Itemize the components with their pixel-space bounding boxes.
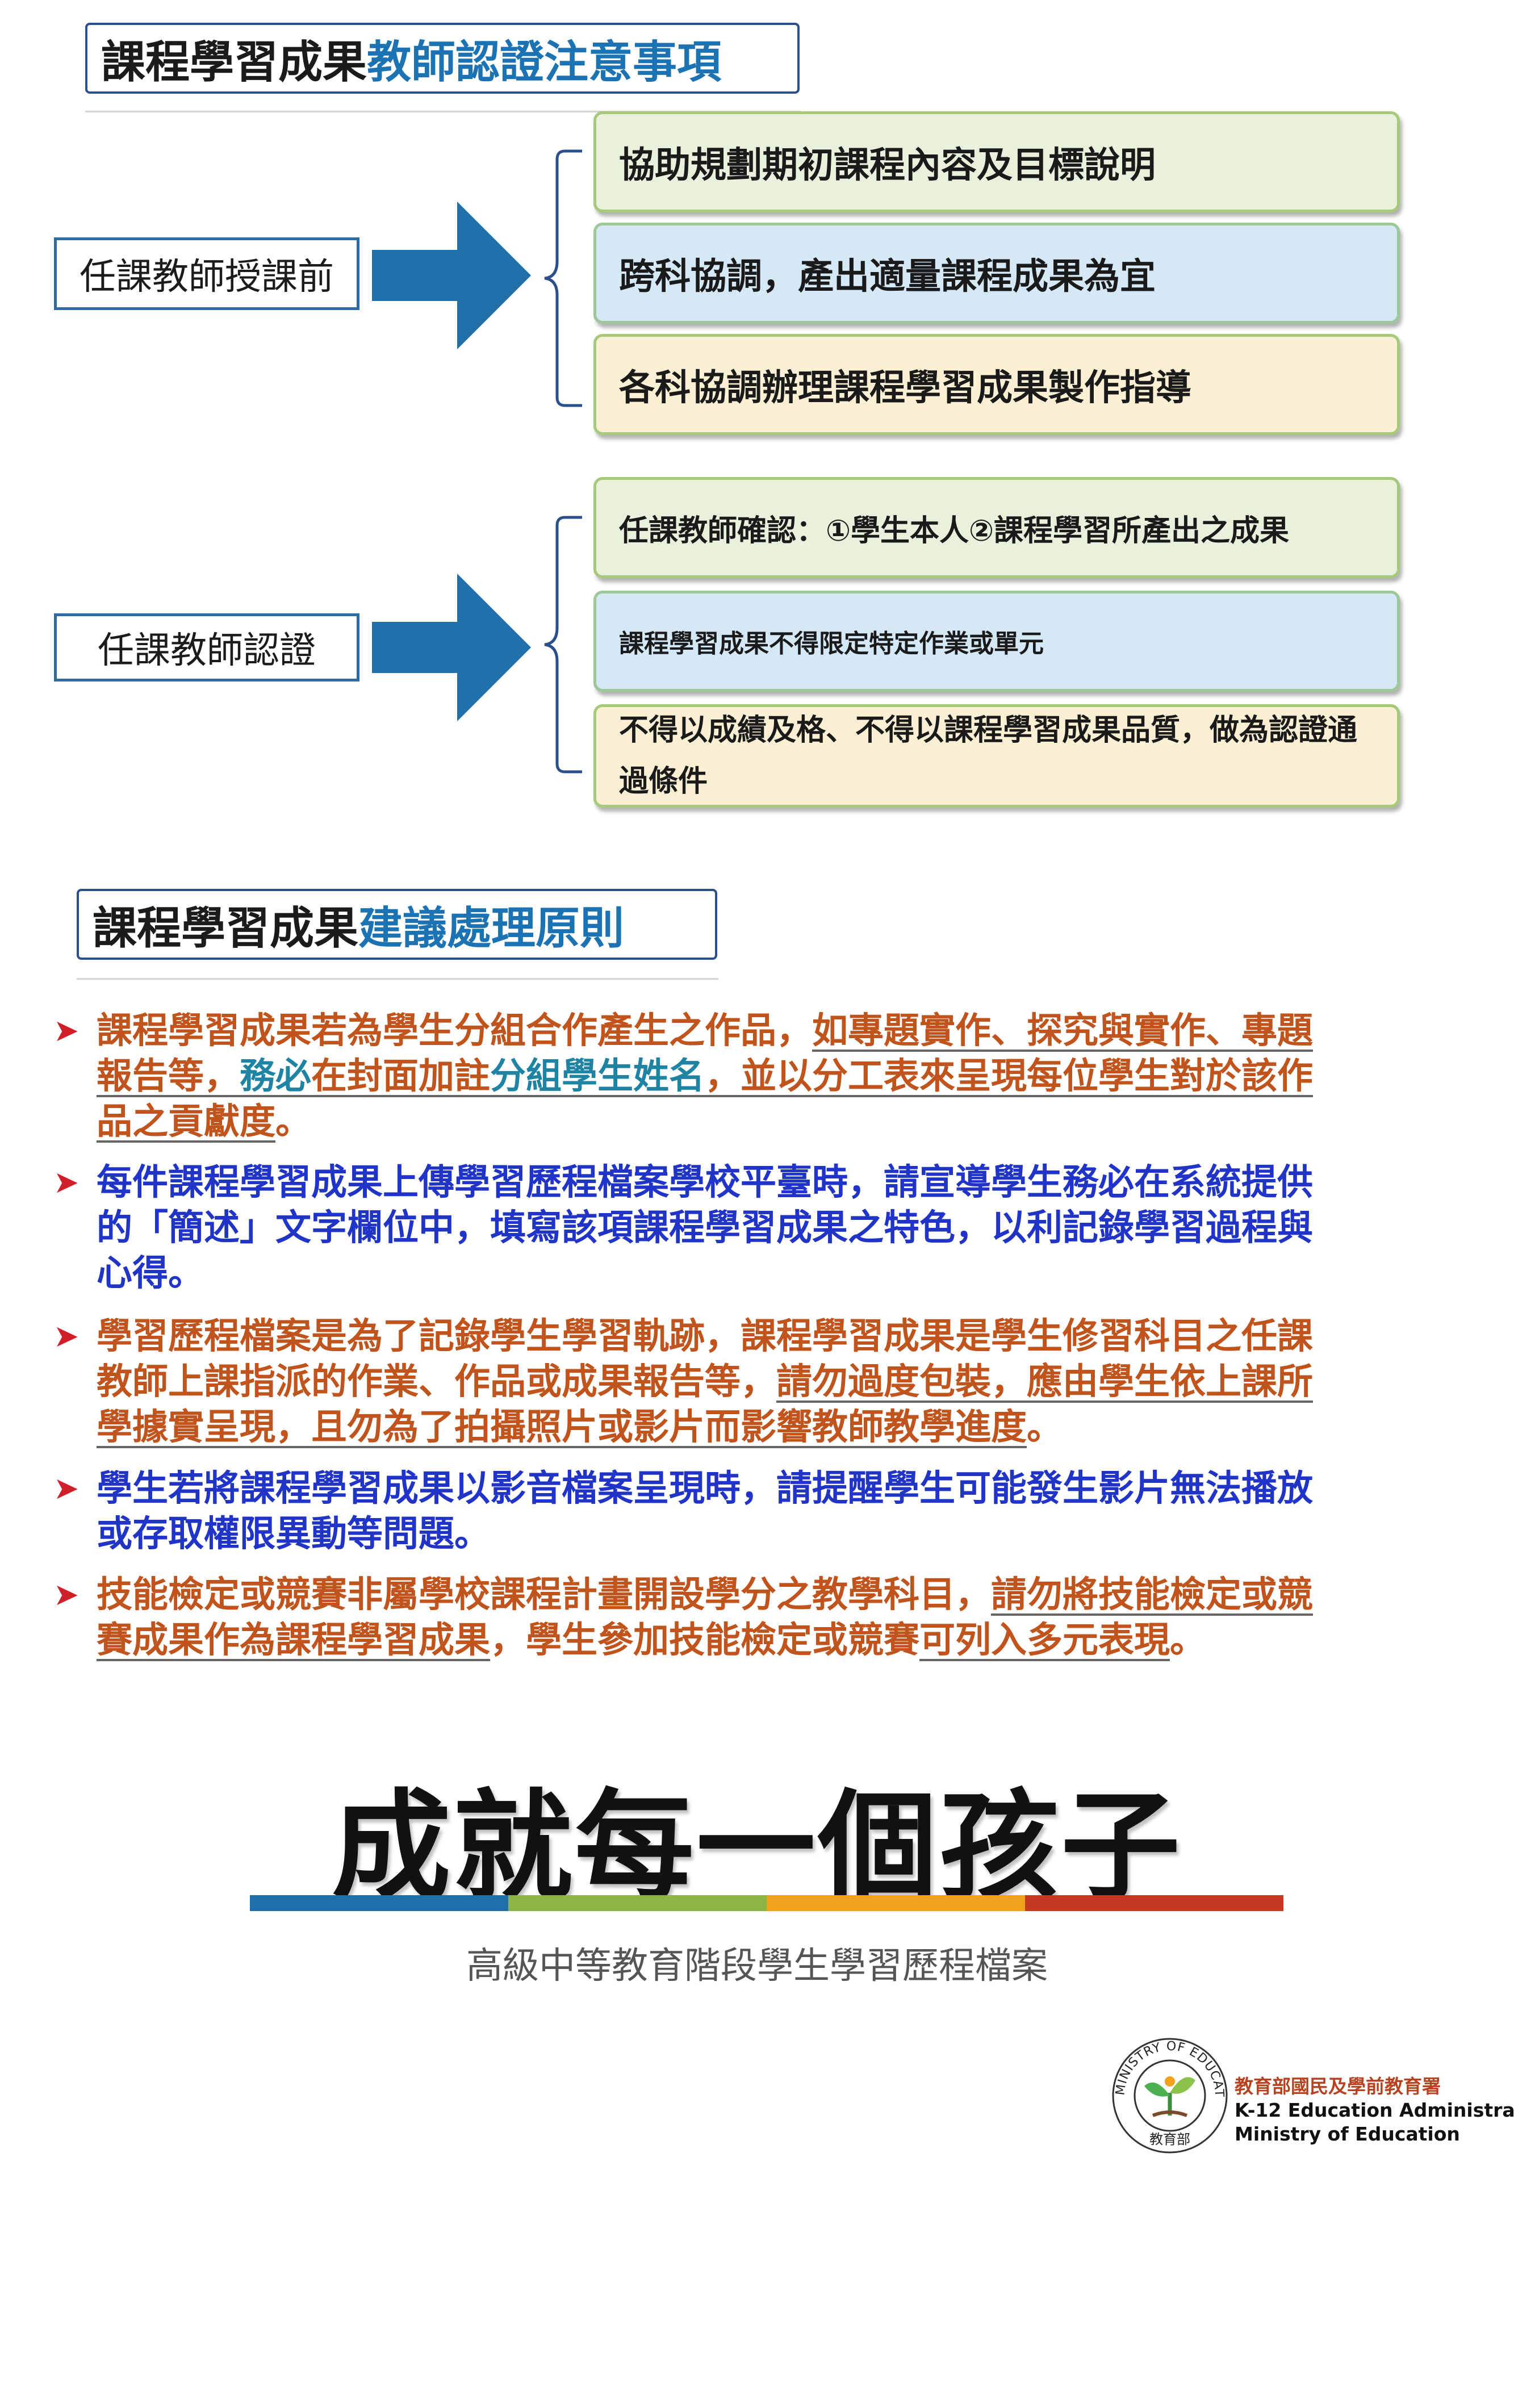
arrow-bullet-icon: ➤ bbox=[53, 1164, 80, 1200]
footer-subtitle: 高級中等教育階段學生學習歷程檔案 bbox=[466, 1945, 1048, 1987]
section2-title: 課程學習成果建議處理原則 bbox=[77, 889, 717, 960]
slogan: 成就每一個孩子 bbox=[331, 1778, 1182, 1917]
org-name-zh: 教育部國民及學前教育署 bbox=[1235, 2075, 1441, 2097]
arrow-bullet-icon: ➤ bbox=[53, 1318, 80, 1354]
arrow-bullet-icon: ➤ bbox=[53, 1470, 80, 1506]
section2-title-accent: 建議處理原則 bbox=[358, 902, 625, 954]
logo-chinese-text: 教育部 bbox=[1149, 2131, 1190, 2147]
arrow-bullet-icon: ➤ bbox=[53, 1577, 80, 1612]
org-name: 教育部國民及學前教育署 K-12 Education Administratio… bbox=[1235, 2075, 1514, 2146]
arrow-bullet-icon: ➤ bbox=[53, 1013, 80, 1048]
section2-title-dark: 課程學習成果 bbox=[93, 902, 359, 954]
org-name-en-2: Ministry of Education bbox=[1235, 2123, 1460, 2145]
guideline-2: ➤ 每件課程學習成果上傳學習歷程檔案學校平臺時，請宣導學生務必在系統提供的「簡述… bbox=[53, 1160, 1346, 1296]
color-bar-blue bbox=[250, 1895, 508, 1911]
guideline-1: ➤ 課程學習成果若為學生分組合作產生之作品，如專題實作、探究與實作、專題報告等，… bbox=[53, 1008, 1346, 1144]
section1-divider bbox=[85, 111, 801, 112]
group2-item-1: 任課教師確認：①學生本人②課程學習所產出之成果 bbox=[593, 477, 1400, 578]
label-before-teaching: 任課教師授課前 bbox=[54, 237, 359, 310]
section2-divider bbox=[77, 978, 718, 980]
ministry-of-education-logo: MINISTRY OF EDUCATION 教育部 bbox=[1110, 2036, 1228, 2154]
guideline-3: ➤ 學習歷程檔案是為了記錄學生學習軌跡，課程學習成果是學生修習科目之任課教師上課… bbox=[53, 1314, 1346, 1450]
section1-title: 課程學習成果教師認證注意事項 bbox=[85, 23, 800, 94]
section1-title-accent: 教師認證注意事項 bbox=[367, 36, 722, 88]
section1-title-dark: 課程學習成果 bbox=[101, 36, 367, 88]
color-bar-orange bbox=[767, 1895, 1025, 1911]
color-bar-green bbox=[508, 1895, 767, 1911]
color-bar-red bbox=[1025, 1895, 1283, 1911]
label-teacher-certification: 任課教師認證 bbox=[54, 613, 359, 682]
arrow-right-icon bbox=[372, 574, 531, 721]
group1-item-3: 各科協調辦理課程學習成果製作指導 bbox=[593, 334, 1400, 435]
group1-item-1: 協助規劃期初課程內容及目標說明 bbox=[593, 111, 1400, 212]
bracket-icon bbox=[544, 149, 582, 407]
guideline-4: ➤ 學生若將課程學習成果以影音檔案呈現時，請提醒學生可能發生影片無法播放或存取權… bbox=[53, 1466, 1346, 1557]
org-name-en-1: K-12 Education Administration bbox=[1235, 2099, 1514, 2121]
arrow-right-icon bbox=[372, 202, 531, 349]
group2-item-3: 不得以成績及格、不得以課程學習成果品質，做為認證通過條件 bbox=[593, 704, 1400, 808]
group1-item-2: 跨科協調，產出適量課程成果為宜 bbox=[593, 223, 1400, 324]
bracket-icon bbox=[544, 516, 582, 774]
group2-item-2: 課程學習成果不得限定特定作業或單元 bbox=[593, 591, 1400, 692]
guideline-5: ➤ 技能檢定或競賽非屬學校課程計畫開設學分之教學科目，請勿將技能檢定或競賽成果作… bbox=[53, 1572, 1346, 1663]
